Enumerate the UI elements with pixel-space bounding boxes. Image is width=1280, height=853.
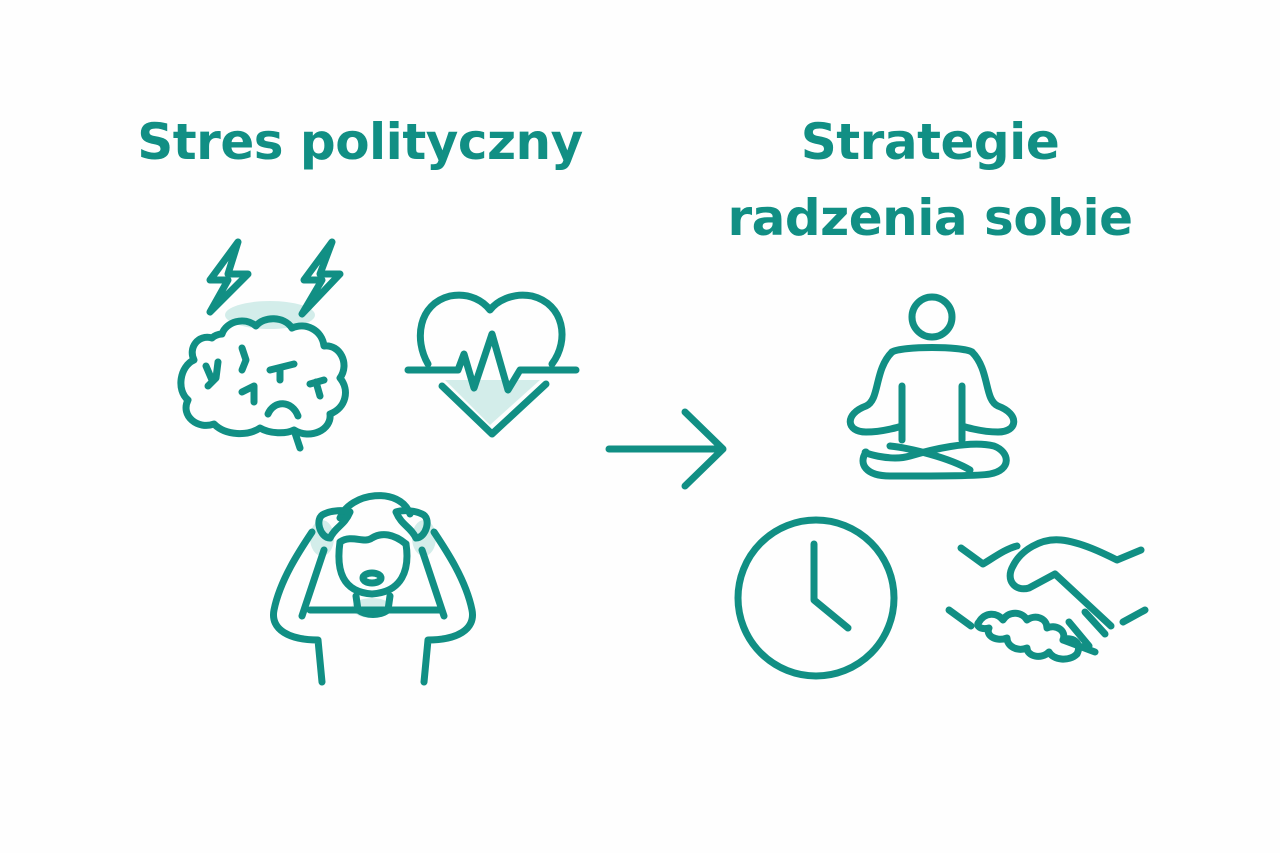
- meditation-icon: [846, 293, 1018, 480]
- heart-pulse-icon: [404, 291, 580, 438]
- coping-title-line1: Strategie: [800, 113, 1060, 171]
- brain-lightning-icon: [177, 238, 349, 452]
- coping-title-line2: radzenia sobie: [727, 189, 1133, 247]
- arrow-right-icon: [605, 408, 727, 490]
- stressed-person-icon: [270, 492, 476, 686]
- handshake-icon: [945, 536, 1149, 663]
- stress-title: Stres polityczny: [137, 113, 583, 171]
- coping-strategies-title: Strategie radzenia sobie: [680, 104, 1180, 256]
- clock-icon: [734, 516, 898, 680]
